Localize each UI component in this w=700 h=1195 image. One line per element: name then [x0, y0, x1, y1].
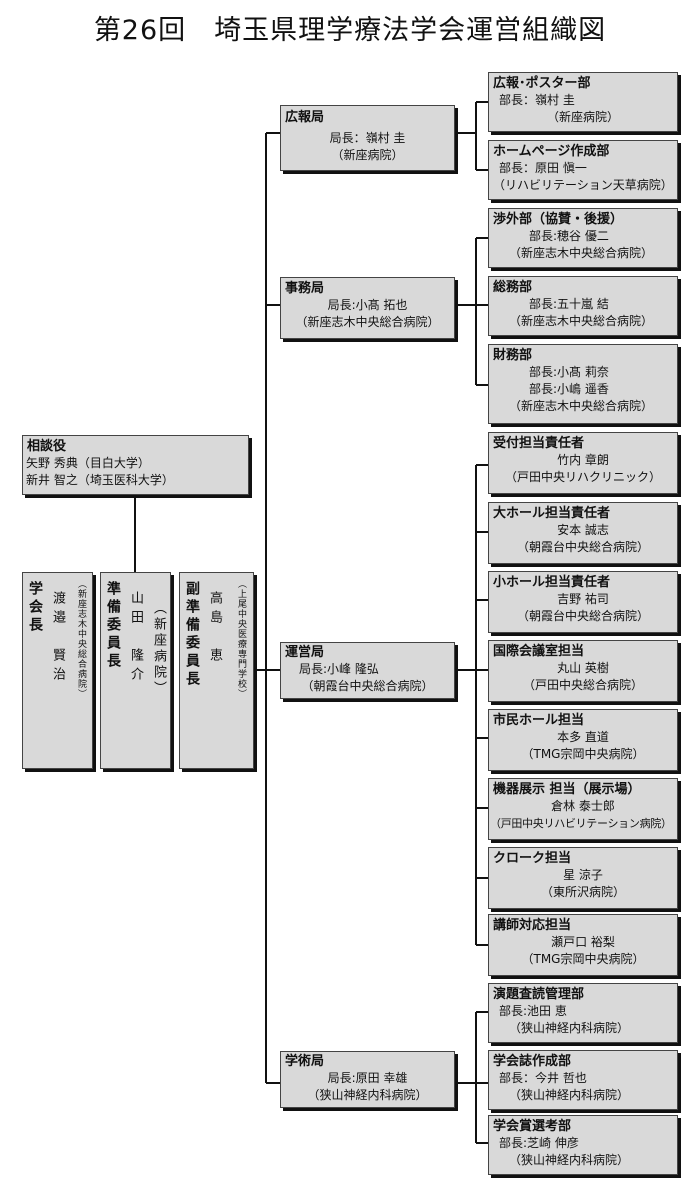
advisor-box: 相談役 矢野 秀典（目白大学） 新井 智之（埼玉医科大学）: [22, 435, 249, 495]
dept-name: 大ホール担当責任者: [493, 506, 611, 521]
vice-prep-chair-role: 副準備委員長: [184, 581, 200, 689]
dept-line: （戸田中央総合病院）: [522, 678, 643, 692]
bureau-line: 局長:原田 幸雄: [327, 1071, 408, 1085]
dept-name: 小ホール担当責任者: [493, 575, 611, 590]
dept-line: 部長:小髙 莉奈: [529, 365, 609, 379]
vice-prep-chair-name: 高島 恵: [207, 591, 222, 667]
prep-chair-role: 準備委員長: [105, 581, 121, 671]
dept-name: 学会賞選考部: [493, 1119, 572, 1134]
dept-line: （戸田中央リハビリテーション病院）: [490, 817, 672, 830]
dept-line: （TMG宗岡中央病院）: [521, 952, 645, 966]
dept-line: （朝霞台中央総合病院）: [516, 609, 649, 623]
advisor-role: 相談役: [27, 439, 67, 454]
dept-kiki: 機器展示 担当（展示場） 倉林 泰士郎 （戸田中央リハビリテーション病院）: [488, 778, 678, 840]
dept-somu: 総務部 部長:五十嵐 結 （新座志木中央総合病院）: [488, 276, 678, 336]
bureau-line: （狭山神経内科病院）: [307, 1088, 428, 1102]
dept-name: 財務部: [493, 348, 533, 363]
dept-gakkaisho: 学会賞選考部 部長:芝崎 伸彦 （狭山神経内科病院）: [488, 1115, 678, 1175]
dept-name: 講師対応担当: [493, 918, 572, 933]
dept-shohall: 小ホール担当責任者 吉野 祐司 （朝霞台中央総合病院）: [488, 571, 678, 633]
dept-line: 本多 直道: [557, 730, 609, 744]
dept-gakkaishi: 学会誌作成部 部長：今井 哲也 （狭山神経内科病院）: [488, 1050, 678, 1110]
dept-line: （新座志木中央総合病院）: [509, 314, 654, 328]
bureau-line: （朝霞台中央総合病院）: [301, 679, 434, 693]
dept-line: 部長:芝崎 伸彦: [499, 1136, 579, 1150]
dept-line: 部長：今井 哲也: [499, 1071, 587, 1085]
dept-line: 安本 誠志: [557, 523, 609, 537]
dept-name: 広報･ポスター部: [493, 76, 591, 91]
dept-cloak: クローク担当 星 涼子 （東所沢病院）: [488, 847, 678, 909]
dept-name: 国際会議室担当: [493, 644, 585, 659]
bureau-gakujutsu: 学術局 局長:原田 幸雄 （狭山神経内科病院）: [280, 1051, 455, 1108]
president-affiliation: （新座志木中央総合病院）: [76, 579, 86, 699]
bureau-line: 局長：嶺村 圭: [329, 131, 406, 145]
bureau-line: 局長:小峰 隆弘: [299, 662, 379, 676]
vice-prep-chair-affiliation: （上尾中央医療専門学校）: [236, 579, 246, 699]
prep-chair-box: 準備委員長 山田 隆介 （新座病院）: [100, 572, 171, 769]
dept-line: （リハビリテーション天草病院）: [493, 178, 673, 192]
dept-line: （新座志木中央総合病院）: [509, 246, 654, 260]
dept-name: 学会誌作成部: [493, 1054, 572, 1069]
advisor-line: 新井 智之（埼玉医科大学）: [26, 473, 174, 487]
bureau-name: 事務局: [285, 281, 325, 296]
dept-name: 受付担当責任者: [493, 436, 585, 451]
dept-koshi: 講師対応担当 瀬戸口 裕梨 （TMG宗岡中央病院）: [488, 914, 678, 976]
dept-uketsuke: 受付担当責任者 竹内 章朗 （戸田中央リハクリニック）: [488, 432, 678, 494]
advisor-line: 矢野 秀典（目白大学）: [26, 456, 150, 470]
dept-line: 吉野 祐司: [557, 592, 609, 606]
bureau-name: 広報局: [285, 110, 325, 125]
president-box: 学会長 渡邉 賢治 （新座志木中央総合病院）: [22, 572, 93, 769]
dept-line: 星 涼子: [563, 868, 603, 882]
bureau-line: 局長:小髙 拓也: [327, 298, 408, 312]
dept-line: 部長:小嶋 遥香: [529, 382, 609, 396]
dept-name: 総務部: [493, 280, 533, 295]
bureau-name: 運営局: [285, 645, 325, 660]
dept-line: （TMG宗岡中央病院）: [521, 747, 645, 761]
dept-line: （戸田中央リハクリニック）: [504, 470, 661, 484]
bureau-jimu: 事務局 局長:小髙 拓也 （新座志木中央総合病院）: [280, 277, 455, 339]
bureau-unei: 運営局 局長:小峰 隆弘 （朝霞台中央総合病院）: [280, 642, 455, 699]
dept-line: 部長:池田 恵: [499, 1004, 567, 1018]
dept-kokusai: 国際会議室担当 丸山 英樹 （戸田中央総合病院）: [488, 640, 678, 702]
bureau-name: 学術局: [285, 1054, 325, 1069]
dept-shimin: 市民ホール担当 本多 直道 （TMG宗岡中央病院）: [488, 709, 678, 771]
dept-line: 竹内 章朗: [557, 453, 609, 467]
dept-line: 部長：嶺村 圭: [499, 93, 575, 107]
dept-line: 部長:穂谷 優二: [529, 229, 609, 243]
dept-homepage: ホームページ作成部 部長：原田 愼一 （リハビリテーション天草病院）: [488, 140, 678, 200]
dept-name: 市民ホール担当: [493, 713, 585, 728]
dept-daihall: 大ホール担当責任者 安本 誠志 （朝霞台中央総合病院）: [488, 502, 678, 564]
bureau-line: （新座病院）: [331, 148, 404, 162]
dept-line: （新座病院）: [547, 110, 620, 124]
page-title: 第26回 埼玉県理学療法学会運営組織図: [93, 15, 607, 46]
vice-prep-chair-box: 副準備委員長 高島 恵 （上尾中央医療専門学校）: [179, 572, 254, 769]
dept-line: （東所沢病院）: [540, 885, 625, 899]
dept-endai: 演題査読管理部 部長:池田 恵 （狭山神経内科病院）: [488, 983, 678, 1043]
dept-line: 部長：原田 愼一: [499, 161, 587, 175]
bureau-line: （新座志木中央総合病院）: [295, 315, 440, 329]
dept-line: （狭山神経内科病院）: [509, 1153, 630, 1167]
dept-line: （新座志木中央総合病院）: [509, 399, 654, 413]
dept-name: 演題査読管理部: [493, 987, 585, 1002]
dept-shogai: 渉外部（協賛・後援） 部長:穂谷 優二 （新座志木中央総合病院）: [488, 208, 678, 268]
bureau-koho: 広報局 局長：嶺村 圭 （新座病院）: [280, 105, 455, 171]
dept-name: ホームページ作成部: [493, 144, 610, 159]
dept-name: 渉外部（協賛・後援）: [493, 212, 624, 227]
dept-zaimu: 財務部 部長:小髙 莉奈 部長:小嶋 遥香 （新座志木中央総合病院）: [488, 344, 678, 424]
dept-line: 瀬戸口 裕梨: [551, 935, 615, 949]
dept-line: （狭山神経内科病院）: [509, 1088, 630, 1102]
prep-chair-name: 山田 隆介: [128, 591, 143, 686]
dept-name: クローク担当: [493, 851, 572, 866]
dept-koho-poster: 広報･ポスター部 部長：嶺村 圭 （新座病院）: [488, 72, 678, 132]
dept-line: 丸山 英樹: [557, 661, 609, 675]
dept-line: （朝霞台中央総合病院）: [516, 540, 649, 554]
president-name: 渡邉 賢治: [50, 591, 65, 686]
dept-line: （狭山神経内科病院）: [509, 1021, 630, 1035]
prep-chair-affiliation: （新座病院）: [151, 601, 166, 697]
dept-line: 倉林 泰士郎: [551, 799, 615, 813]
dept-name: 機器展示 担当（展示場）: [493, 782, 641, 797]
dept-line: 部長:五十嵐 結: [529, 297, 609, 311]
president-role: 学会長: [27, 581, 43, 635]
